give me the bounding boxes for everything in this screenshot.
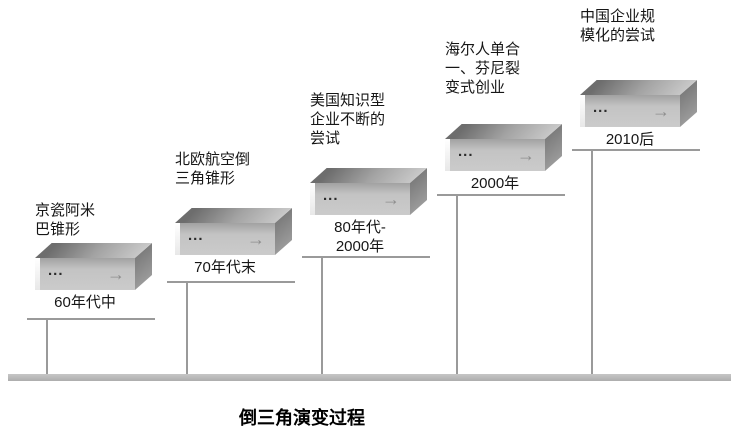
ellipsis-dots: ... — [458, 143, 474, 160]
box-front-face: ... → — [175, 223, 275, 255]
box-front-face: ... → — [35, 258, 135, 290]
box-highlight — [35, 258, 40, 290]
arrow-right-icon: → — [652, 101, 670, 121]
box-front-face: ... → — [310, 183, 410, 215]
arrow-right-icon: → — [247, 229, 265, 249]
ellipsis-dots: ... — [323, 187, 339, 204]
box-top-face — [580, 80, 697, 95]
box-top-face — [445, 124, 562, 139]
step-drop-line — [46, 320, 48, 376]
step-period: 70年代末 — [194, 259, 256, 276]
arrow-right-icon: → — [382, 189, 400, 209]
step-1: 京瓷阿米 巴锥形 ... → 60年代中 — [27, 0, 165, 442]
box-front-face: ... → — [445, 139, 545, 171]
arrow-right-icon: → — [107, 264, 125, 284]
box-top-face — [175, 208, 292, 223]
step-period: 60年代中 — [54, 294, 116, 311]
step-box-3d: ... → — [580, 80, 697, 127]
ellipsis-dots: ... — [48, 262, 64, 279]
step-box-3d: ... → — [35, 243, 152, 290]
step-period: 80年代- 2000年 — [334, 219, 386, 255]
box-highlight — [580, 95, 585, 127]
box-highlight — [445, 139, 450, 171]
step-underline — [572, 149, 700, 151]
diagram-title: 倒三角演变过程 — [239, 408, 365, 428]
step-box-3d: ... → — [175, 208, 292, 255]
step-drop-line — [591, 151, 593, 376]
step-underline — [302, 256, 430, 258]
step-label: 北欧航空倒 三角锥形 — [175, 151, 251, 187]
box-highlight — [175, 223, 180, 255]
box-top-face — [35, 243, 152, 258]
ellipsis-dots: ... — [593, 99, 609, 116]
baseline-bar — [8, 374, 731, 381]
step-drop-line — [186, 283, 188, 376]
step-period: 2000年 — [470, 175, 520, 192]
step-drop-line — [321, 258, 323, 376]
step-2: 北欧航空倒 三角锥形 ... → 70年代末 — [167, 0, 305, 442]
step-label: 中国企业规 模化的尝试 — [580, 8, 656, 44]
step-drop-line — [456, 196, 458, 376]
step-box-3d: ... → — [445, 124, 562, 171]
step-3: 美国知识型 企业不断的 尝试 ... → 80年代- 2000年 — [302, 0, 440, 442]
box-highlight — [310, 183, 315, 215]
box-top-face — [310, 168, 427, 183]
step-label: 海尔人单合 一、芬尼裂 变式创业 — [445, 41, 521, 96]
step-label: 京瓷阿米 巴锥形 — [35, 202, 96, 238]
step-box-3d: ... → — [310, 168, 427, 215]
ellipsis-dots: ... — [188, 227, 204, 244]
step-underline — [27, 318, 155, 320]
step-underline — [167, 281, 295, 283]
step-underline — [437, 194, 565, 196]
arrow-right-icon: → — [517, 145, 535, 165]
step-5: 中国企业规 模化的尝试 ... → 2010后 — [572, 0, 710, 442]
step-label: 美国知识型 企业不断的 尝试 — [310, 92, 386, 147]
step-4: 海尔人单合 一、芬尼裂 变式创业 ... → 2000年 — [437, 0, 575, 442]
box-front-face: ... → — [580, 95, 680, 127]
step-period: 2010后 — [605, 131, 655, 148]
